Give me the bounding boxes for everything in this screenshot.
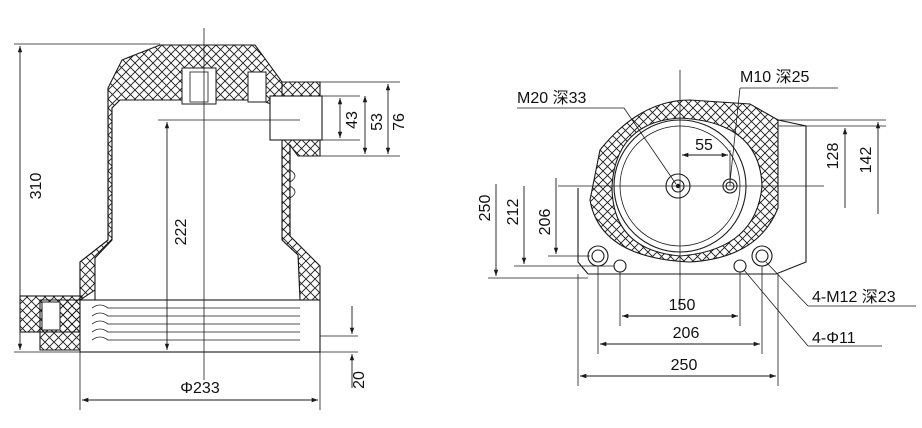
right-view: M20 深33 M10 深25 4-M12 深23 4-Φ11 55 128 1… <box>477 68 916 386</box>
corner-thread-hole <box>587 245 609 267</box>
dim-w-250: 250 <box>671 357 698 374</box>
corner-hole <box>613 259 627 273</box>
dim-h-206: 206 <box>537 209 554 236</box>
dim-h-128: 128 <box>825 143 842 170</box>
dim-side-53: 53 <box>369 113 386 131</box>
dim-w-150: 150 <box>669 297 696 314</box>
dim-h-250: 250 <box>477 195 494 222</box>
dim-base-diameter: Φ233 <box>180 380 220 397</box>
dim-base-20: 20 <box>351 371 368 389</box>
right-dome-section <box>589 99 779 263</box>
dim-side-43: 43 <box>344 111 361 129</box>
dim-offset-55: 55 <box>695 137 713 154</box>
left-side-boss <box>269 95 323 141</box>
left-ribs <box>91 169 300 341</box>
corner-thread-hole <box>751 245 773 267</box>
dim-h-142: 142 <box>858 147 875 174</box>
insert-nut <box>247 71 267 103</box>
dim-overall-height: 310 <box>28 173 45 200</box>
dim-w-206: 206 <box>673 325 700 342</box>
insert-nut <box>181 67 217 105</box>
callout-center-thread: M20 深33 <box>517 89 586 107</box>
dim-side-76: 76 <box>391 113 408 131</box>
callout-corner-threads: 4-M12 深23 <box>812 288 896 306</box>
callout-corner-holes: 4-Φ11 <box>812 330 856 347</box>
left-cavity <box>94 99 301 301</box>
insert-nut <box>41 301 61 331</box>
callout-side-thread: M10 深25 <box>740 68 809 86</box>
left-base <box>79 299 321 353</box>
dim-cavity-depth: 222 <box>173 219 190 246</box>
left-view: 310 222 43 53 76 20 Φ233 <box>14 28 408 410</box>
dim-h-212: 212 <box>505 199 522 226</box>
